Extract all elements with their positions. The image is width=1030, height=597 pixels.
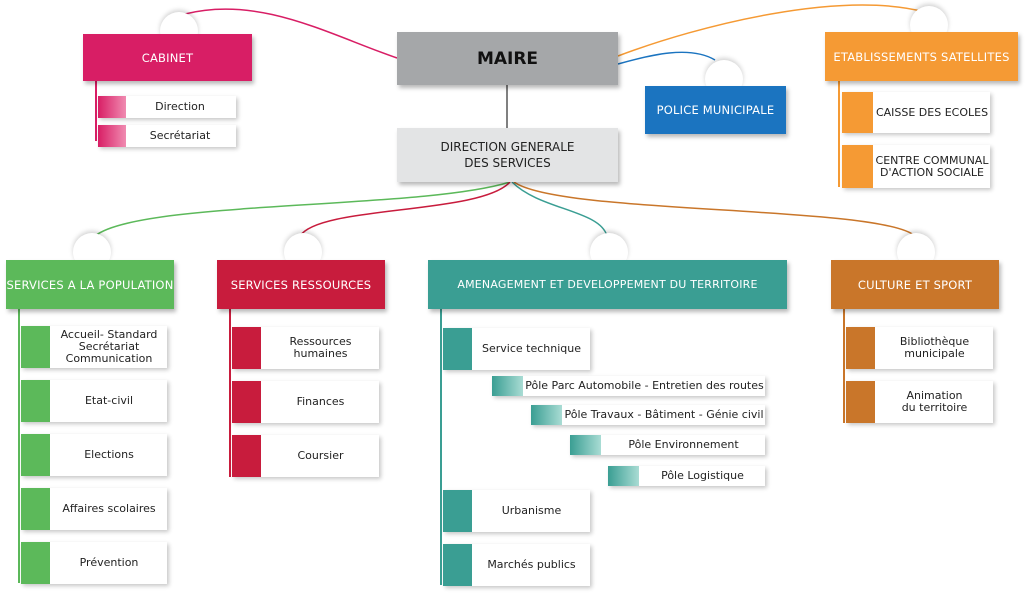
population-line — [18, 309, 20, 583]
amenagement-tab — [443, 490, 472, 532]
cabinet-header[interactable]: CABINET — [83, 34, 252, 81]
connector-dgs-culture — [513, 181, 916, 237]
etablissements-tab — [842, 92, 873, 133]
population-item-label: Elections — [84, 448, 134, 461]
pole-label: Pôle Travaux - Bâtiment - Génie civil — [564, 408, 764, 421]
culture-item-label: Animation du territoire — [901, 389, 968, 414]
amenagement-item-label: Marchés publics — [487, 558, 576, 571]
population-item-label: Etat-civil — [84, 394, 133, 407]
cabinet-item-label: Direction — [155, 100, 205, 113]
cabinet-item-label: Secrétariat — [149, 129, 211, 142]
etablissements-tab — [842, 145, 873, 188]
culture-line — [843, 309, 845, 423]
culture-tab — [846, 381, 875, 423]
maire-box[interactable]: MAIRE — [397, 32, 618, 85]
connector-dgs-population — [94, 181, 511, 237]
cabinet-label: CABINET — [141, 50, 194, 65]
ressources-header[interactable]: SERVICES RESSOURCES — [217, 260, 385, 309]
population-header[interactable]: SERVICES A LA POPULATION — [6, 260, 174, 309]
amenagement-line — [440, 309, 442, 585]
amenagement-tab — [443, 544, 472, 586]
pole-logistique[interactable]: Pôle Logistique — [608, 466, 765, 486]
connector-dgs-ressources — [299, 181, 511, 237]
ressources-item-label: Ressources humaines — [289, 335, 352, 360]
pole-tab — [492, 376, 523, 396]
ressources-line — [229, 309, 231, 477]
maire-label: MAIRE — [476, 48, 539, 69]
population-item-label: Affaires scolaires — [62, 502, 156, 515]
pole-tab — [531, 405, 562, 425]
police-label: POLICE MUNICIPALE — [656, 103, 775, 117]
pole-tab — [608, 466, 639, 486]
ressources-item-label: Finances — [296, 395, 345, 408]
amenagement-tab — [443, 328, 472, 370]
ressources-tab — [232, 327, 261, 369]
cabinet-tab — [98, 125, 126, 147]
population-tab — [21, 380, 50, 422]
etablissements-header[interactable]: ETABLISSEMENTS SATELLITES — [825, 32, 1018, 81]
population-tab — [21, 326, 50, 368]
etablissements-line — [838, 81, 840, 187]
amenagement-item-label: Service technique — [482, 342, 581, 355]
pole-tab — [570, 435, 601, 455]
pole-label: Pôle Parc Automobile - Entretien des rou… — [525, 379, 764, 392]
population-tab — [21, 434, 50, 476]
dgs-label: DIRECTION GENERALE DES SERVICES — [440, 140, 575, 170]
culture-label: CULTURE ET SPORT — [857, 277, 973, 292]
etablissements-item-label: CAISSE DES ECOLES — [875, 105, 989, 119]
pole-label: Pôle Environnement — [628, 438, 739, 451]
amenagement-item-label: Urbanisme — [501, 504, 562, 517]
amenagement-label: AMENAGEMENT ET DEVELOPPEMENT DU TERRITOI… — [457, 278, 758, 291]
amenagement-header[interactable]: AMENAGEMENT ET DEVELOPPEMENT DU TERRITOI… — [428, 260, 787, 309]
population-item-label: Prévention — [79, 556, 139, 569]
pole-label: Pôle Logistique — [661, 469, 744, 482]
cabinet-item-secretariat[interactable]: Secrétariat — [98, 125, 236, 147]
population-item-label: Accueil- Standard Secrétariat Communicat… — [60, 328, 158, 365]
population-tab — [21, 488, 50, 530]
cabinet-line — [95, 81, 97, 141]
ressources-tab — [232, 381, 261, 423]
dgs-box[interactable]: DIRECTION GENERALE DES SERVICES — [397, 128, 618, 182]
cabinet-item-direction[interactable]: Direction — [98, 96, 236, 118]
culture-header[interactable]: CULTURE ET SPORT — [831, 260, 999, 309]
pole-travaux[interactable]: Pôle Travaux - Bâtiment - Génie civil — [531, 405, 765, 425]
culture-tab — [846, 327, 875, 369]
ressources-item-label: Coursier — [297, 449, 344, 462]
pole-parc-automobile[interactable]: Pôle Parc Automobile - Entretien des rou… — [492, 376, 765, 396]
connector-dgs-amenagement — [511, 181, 608, 237]
cabinet-tab — [98, 96, 126, 118]
culture-item-label: Bibliothèque municipale — [899, 335, 970, 360]
etablissements-item-label: CENTRE COMMUNAL D'ACTION SOCIALE — [875, 153, 989, 179]
police-header[interactable]: POLICE MUNICIPALE — [645, 86, 786, 134]
connector-maire-police — [617, 51, 716, 65]
population-label: SERVICES A LA POPULATION — [6, 277, 174, 292]
pole-environnement[interactable]: Pôle Environnement — [570, 435, 765, 455]
population-tab — [21, 542, 50, 584]
etablissements-label: ETABLISSEMENTS SATELLITES — [833, 49, 1010, 64]
ressources-label: SERVICES RESSOURCES — [230, 277, 372, 292]
ressources-tab — [232, 435, 261, 477]
